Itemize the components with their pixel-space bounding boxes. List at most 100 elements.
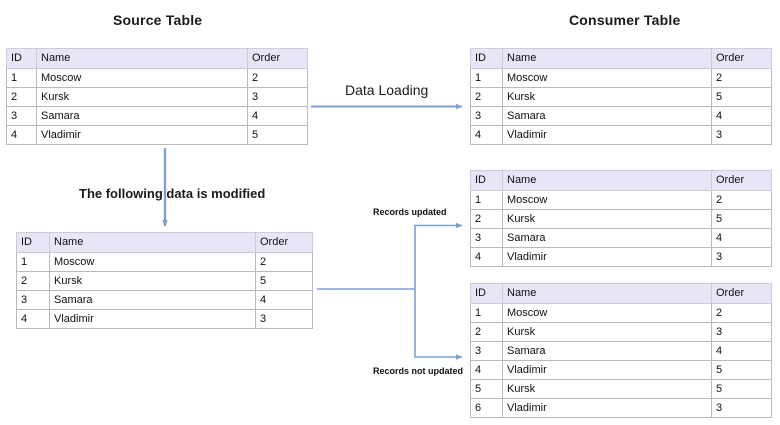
table-header-row: ID Name Order: [6, 48, 308, 69]
cell-order: 5: [711, 87, 772, 107]
cell-id: 3: [470, 228, 503, 248]
column-header-order: Order: [247, 48, 308, 69]
cell-name: Kursk: [502, 209, 712, 229]
consumer-table-title: Consumer Table: [569, 12, 681, 28]
records-updated-label: Records updated: [373, 207, 447, 217]
cell-name: Kursk: [502, 322, 712, 342]
cell-id: 1: [16, 252, 50, 272]
column-header-name: Name: [36, 48, 248, 69]
cell-id: 5: [470, 379, 503, 399]
cell-name: Moscow: [502, 303, 712, 323]
cell-order: 3: [711, 322, 772, 342]
cell-id: 1: [470, 303, 503, 323]
cell-order: 4: [711, 106, 772, 126]
cell-name: Samara: [502, 228, 712, 248]
cell-id: 1: [470, 190, 503, 210]
cell-order: 3: [711, 247, 772, 267]
column-header-id: ID: [6, 48, 37, 69]
cell-name: Moscow: [36, 68, 248, 88]
cell-name: Vladimir: [49, 309, 256, 329]
cell-order: 2: [711, 68, 772, 88]
cell-order: 5: [711, 209, 772, 229]
cell-id: 3: [470, 106, 503, 126]
column-header-name: Name: [502, 48, 712, 69]
cell-order: 4: [255, 290, 313, 310]
cell-name: Kursk: [502, 379, 712, 399]
cell-name: Moscow: [502, 68, 712, 88]
cell-name: Kursk: [502, 87, 712, 107]
column-header-order: Order: [255, 232, 313, 253]
cell-name: Samara: [502, 106, 712, 126]
cell-id: 4: [16, 309, 50, 329]
cell-id: 4: [6, 125, 37, 145]
cell-id: 2: [470, 87, 503, 107]
cell-order: 2: [711, 190, 772, 210]
cell-order: 4: [711, 228, 772, 248]
cell-name: Samara: [49, 290, 256, 310]
column-header-order: Order: [711, 48, 772, 69]
cell-name: Vladimir: [502, 360, 712, 380]
cell-order: 5: [247, 125, 308, 145]
cell-order: 5: [711, 360, 772, 380]
column-header-order: Order: [711, 170, 772, 191]
cell-name: Vladimir: [502, 247, 712, 267]
column-header-name: Name: [49, 232, 256, 253]
cell-name: Vladimir: [502, 125, 712, 145]
cell-id: 3: [16, 290, 50, 310]
table-header-row: ID Name Order: [16, 232, 313, 253]
cell-id: 3: [470, 341, 503, 361]
cell-id: 2: [16, 271, 50, 291]
cell-name: Moscow: [49, 252, 256, 272]
cell-name: Vladimir: [502, 398, 712, 418]
cell-name: Kursk: [36, 87, 248, 107]
cell-id: 3: [6, 106, 37, 126]
cell-id: 2: [470, 209, 503, 229]
records-branch-arrow: [317, 222, 463, 360]
column-header-id: ID: [16, 232, 50, 253]
cell-id: 6: [470, 398, 503, 418]
cell-order: 5: [711, 379, 772, 399]
table-header-row: ID Name Order: [470, 48, 772, 69]
column-header-name: Name: [502, 283, 712, 304]
cell-id: 1: [6, 68, 37, 88]
cell-order-modified: 5: [255, 271, 313, 291]
cell-name: Vladimir: [36, 125, 248, 145]
cell-id: 4: [470, 247, 503, 267]
column-header-id: ID: [470, 48, 503, 69]
data-loading-label: Data Loading: [345, 82, 429, 98]
column-header-id: ID: [470, 170, 503, 191]
cell-order: 2: [247, 68, 308, 88]
table-header-row: ID Name Order: [470, 283, 772, 304]
table-header-row: ID Name Order: [470, 170, 772, 191]
cell-order: 3: [247, 87, 308, 107]
cell-order: 2: [711, 303, 772, 323]
cell-id: 2: [6, 87, 37, 107]
